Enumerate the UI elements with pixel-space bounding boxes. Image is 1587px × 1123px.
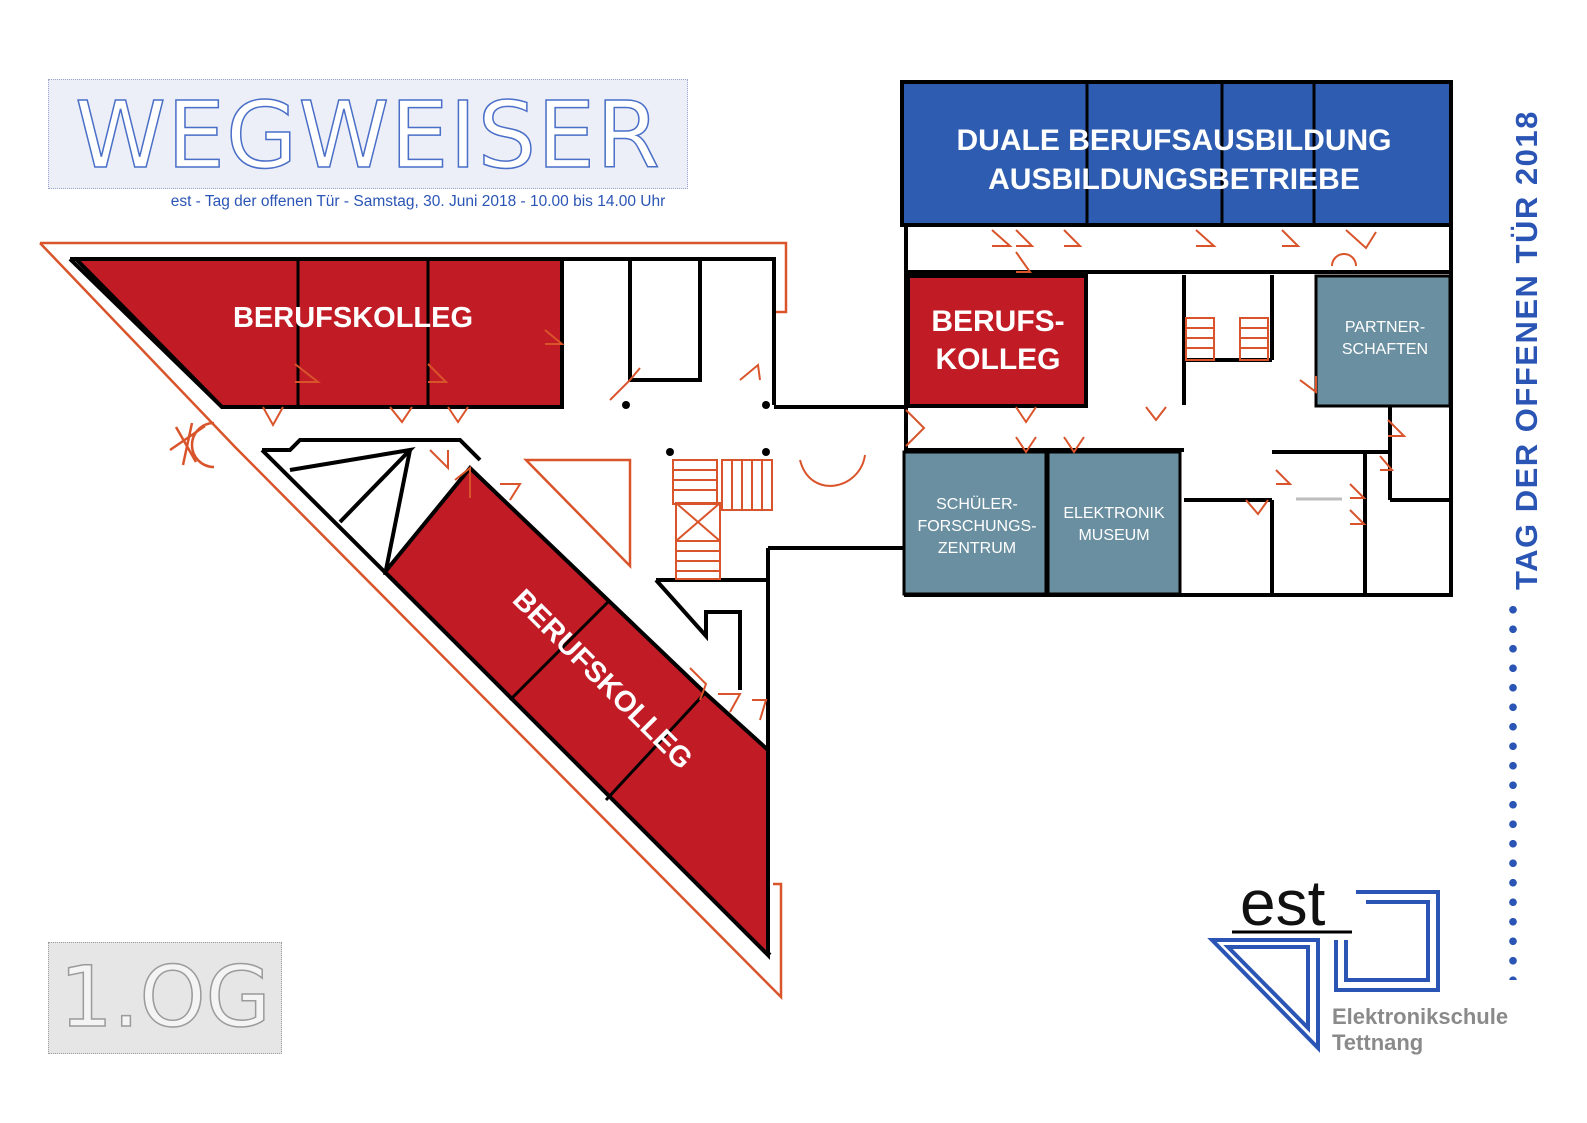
doors bbox=[262, 229, 1407, 721]
logo-name-line1: Elektronikschule bbox=[1332, 1004, 1509, 1029]
museum-block: ELEKTRONIK MUSEUM bbox=[1046, 450, 1182, 596]
museum-label-line1: ELEKTRONIK bbox=[1063, 505, 1165, 522]
partner-block: PARTNER- SCHAFTEN bbox=[1314, 274, 1452, 408]
partner-label-line2: SCHAFTEN bbox=[1342, 341, 1428, 358]
room-partnerschaften bbox=[1314, 274, 1452, 408]
duale-block: DUALE BERUFSAUSBILDUNG AUSBILDUNGSBETRIE… bbox=[900, 80, 1453, 227]
bk-mid-block: BERUFS- KOLLEG bbox=[906, 274, 1088, 408]
floor-box bbox=[48, 942, 282, 1054]
duale-label-line2: AUSBILDUNGSBETRIEBE bbox=[988, 163, 1360, 196]
sfz-label-line1: SCHÜLER- bbox=[936, 495, 1018, 513]
room-berufskolleg-diagonal bbox=[382, 465, 770, 960]
duale-label-line1: DUALE BERUFSAUSBILDUNG bbox=[957, 124, 1392, 157]
est-logo-graphic bbox=[1207, 890, 1440, 1053]
page-title: WEGWEISER bbox=[74, 82, 662, 189]
sfz-label-line2: FORSCHUNGS- bbox=[917, 518, 1036, 535]
bk-top-left-label: BERUFSKOLLEG bbox=[233, 302, 473, 334]
bk-top-left-block: BERUFSKOLLEG bbox=[71, 257, 564, 409]
museum-label-line2: MUSEUM bbox=[1078, 527, 1149, 544]
room-elektronik-museum bbox=[1046, 450, 1182, 596]
bk-mid-label-line2: KOLLEG bbox=[936, 343, 1061, 376]
bk-mid-label-line1: BERUFS- bbox=[931, 305, 1064, 338]
partner-label-line1: PARTNER- bbox=[1345, 319, 1425, 336]
side-title-text: TAG DER OFFENEN TÜR 2018 bbox=[1509, 110, 1544, 590]
room-duale-berufsausbildung bbox=[900, 80, 1453, 227]
outer-outline bbox=[39, 241, 788, 1001]
side-title: TAG DER OFFENEN TÜR 2018 bbox=[1503, 80, 1544, 600]
bk-diagonal-block: BERUFSKOLLEG bbox=[382, 465, 770, 960]
triangle-outline bbox=[523, 458, 632, 570]
sfz-block: SCHÜLER- FORSCHUNGS- ZENTRUM bbox=[902, 450, 1048, 596]
staircases bbox=[672, 253, 1357, 580]
room-berufskolleg-top-left bbox=[71, 257, 564, 409]
sfz-label-line3: ZENTRUM bbox=[938, 540, 1016, 557]
pillars bbox=[622, 401, 770, 456]
title-box bbox=[48, 79, 688, 189]
logo-abbr: est bbox=[1240, 867, 1326, 939]
floor-label: 1.OG bbox=[59, 947, 272, 1047]
logo-name: Elektronikschule Tettnang bbox=[1332, 1004, 1508, 1056]
dotted-line bbox=[1506, 600, 1520, 980]
event-subtitle: est - Tag der offenen Tür - Samstag, 30.… bbox=[170, 193, 666, 210]
room-schuelerforschungszentrum bbox=[902, 450, 1048, 596]
room-berufskolleg-mid bbox=[906, 274, 1088, 408]
logo-name-line2: Tettnang bbox=[1332, 1030, 1424, 1055]
